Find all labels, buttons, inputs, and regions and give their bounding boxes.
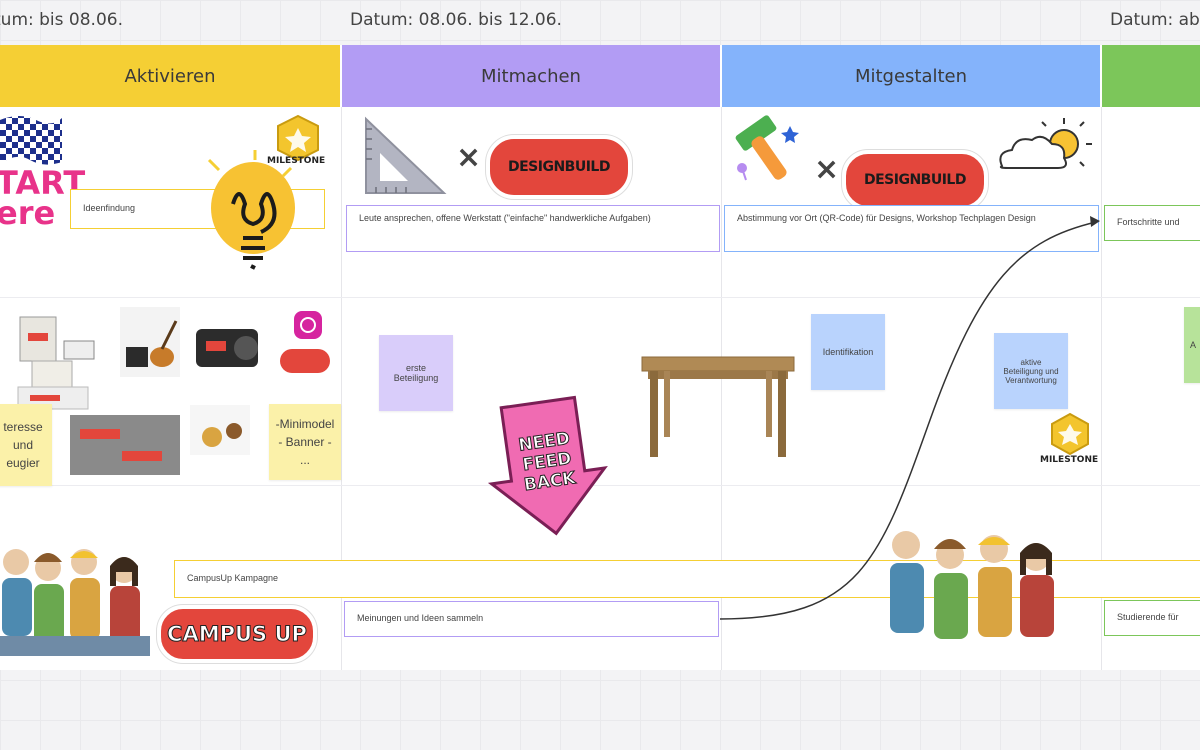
card-text: Meinungen und Ideen sammeln [357, 613, 484, 624]
milestone-icon [277, 114, 319, 162]
sticky-minimodel[interactable]: -Minimodel - Banner - ... [269, 404, 341, 480]
card-text: CampusUp Kampagne [187, 573, 279, 584]
need-feedback-sticker: NEED FEED BACK [487, 395, 608, 536]
sticky-identifikation[interactable]: Identifikation [811, 314, 885, 390]
designbuild-logo: DESIGNBUILD [486, 135, 632, 199]
phase-header-aktivieren[interactable]: Aktivieren [0, 45, 340, 107]
students-illustration-icon [890, 531, 1054, 639]
sticky-interesse[interactable]: teresse und eugier [0, 404, 52, 486]
card-text: Ideenfindung [83, 203, 136, 214]
cross-symbol: × [814, 152, 840, 187]
phase-header-mitmachen[interactable]: Mitmachen [342, 45, 720, 107]
milestone-label: MILESTONE [1040, 455, 1099, 465]
milestone-label: MILESTONE [267, 156, 326, 166]
column-divider [721, 107, 722, 670]
sticky-erste-beteiligung[interactable]: erste Beteiligung [379, 335, 453, 411]
cloud-sun-icon [999, 118, 1092, 169]
instagram-icon [294, 311, 322, 339]
cross-symbol: × [456, 140, 482, 175]
column-divider [1101, 107, 1102, 670]
lightbulb-icon [207, 150, 295, 270]
designbuild-text: DESIGNBUILD [508, 159, 610, 175]
card-meinungen[interactable]: Meinungen und Ideen sammeln [344, 601, 719, 637]
campusup-logo: CAMPUS UP [157, 605, 317, 663]
card-studierende[interactable]: Studierende für [1104, 600, 1200, 636]
phase-header-green[interactable] [1102, 45, 1200, 107]
megaphone-icon [19, 316, 95, 390]
set-square-icon [365, 116, 447, 194]
milestone-icon [1051, 412, 1089, 456]
table-icon [641, 356, 795, 457]
row-divider [0, 485, 1200, 486]
date-label-col2: Datum: 08.06. bis 12.06. [350, 10, 562, 30]
sticky-green-partial[interactable]: A [1184, 307, 1200, 383]
card-text: Fortschritte und [1117, 217, 1180, 228]
campusup-text: CAMPUS UP [167, 622, 308, 647]
date-label-col1: tum: bis 08.06. [0, 10, 123, 30]
campaign-collage [17, 307, 330, 475]
checkered-flag-icon [0, 116, 62, 165]
phase-header-mitgestalten[interactable]: Mitgestalten [722, 45, 1100, 107]
date-label-col4: Datum: ab [1110, 10, 1200, 30]
card-text: Abstimmung vor Ort (QR-Code) für Designs… [737, 213, 1036, 223]
designbuild-logo: DESIGNBUILD [842, 150, 988, 210]
card-leute-ansprechen[interactable]: Leute ansprechen, offene Werkstatt ("ein… [346, 205, 720, 252]
students-illustration-icon [0, 549, 150, 656]
designbuild-text: DESIGNBUILD [864, 172, 966, 188]
card-text: Leute ansprechen, offene Werkstatt ("ein… [359, 213, 651, 223]
card-fortschritte[interactable]: Fortschritte und [1104, 205, 1200, 241]
start-here-sticker: TART ere [0, 164, 86, 232]
card-abstimmung[interactable]: Abstimmung vor Ort (QR-Code) für Designs… [724, 205, 1099, 252]
camera-icon [196, 329, 258, 367]
card-text: Studierende für [1117, 612, 1179, 623]
feedback-arrow-icon [487, 395, 608, 536]
row-divider [0, 297, 1200, 298]
guitar-icon [126, 320, 178, 367]
hammer-icon [735, 115, 799, 181]
sticky-aktive-beteiligung[interactable]: aktive Beteiligung und Verantwortung [994, 333, 1068, 409]
column-divider [341, 107, 342, 670]
